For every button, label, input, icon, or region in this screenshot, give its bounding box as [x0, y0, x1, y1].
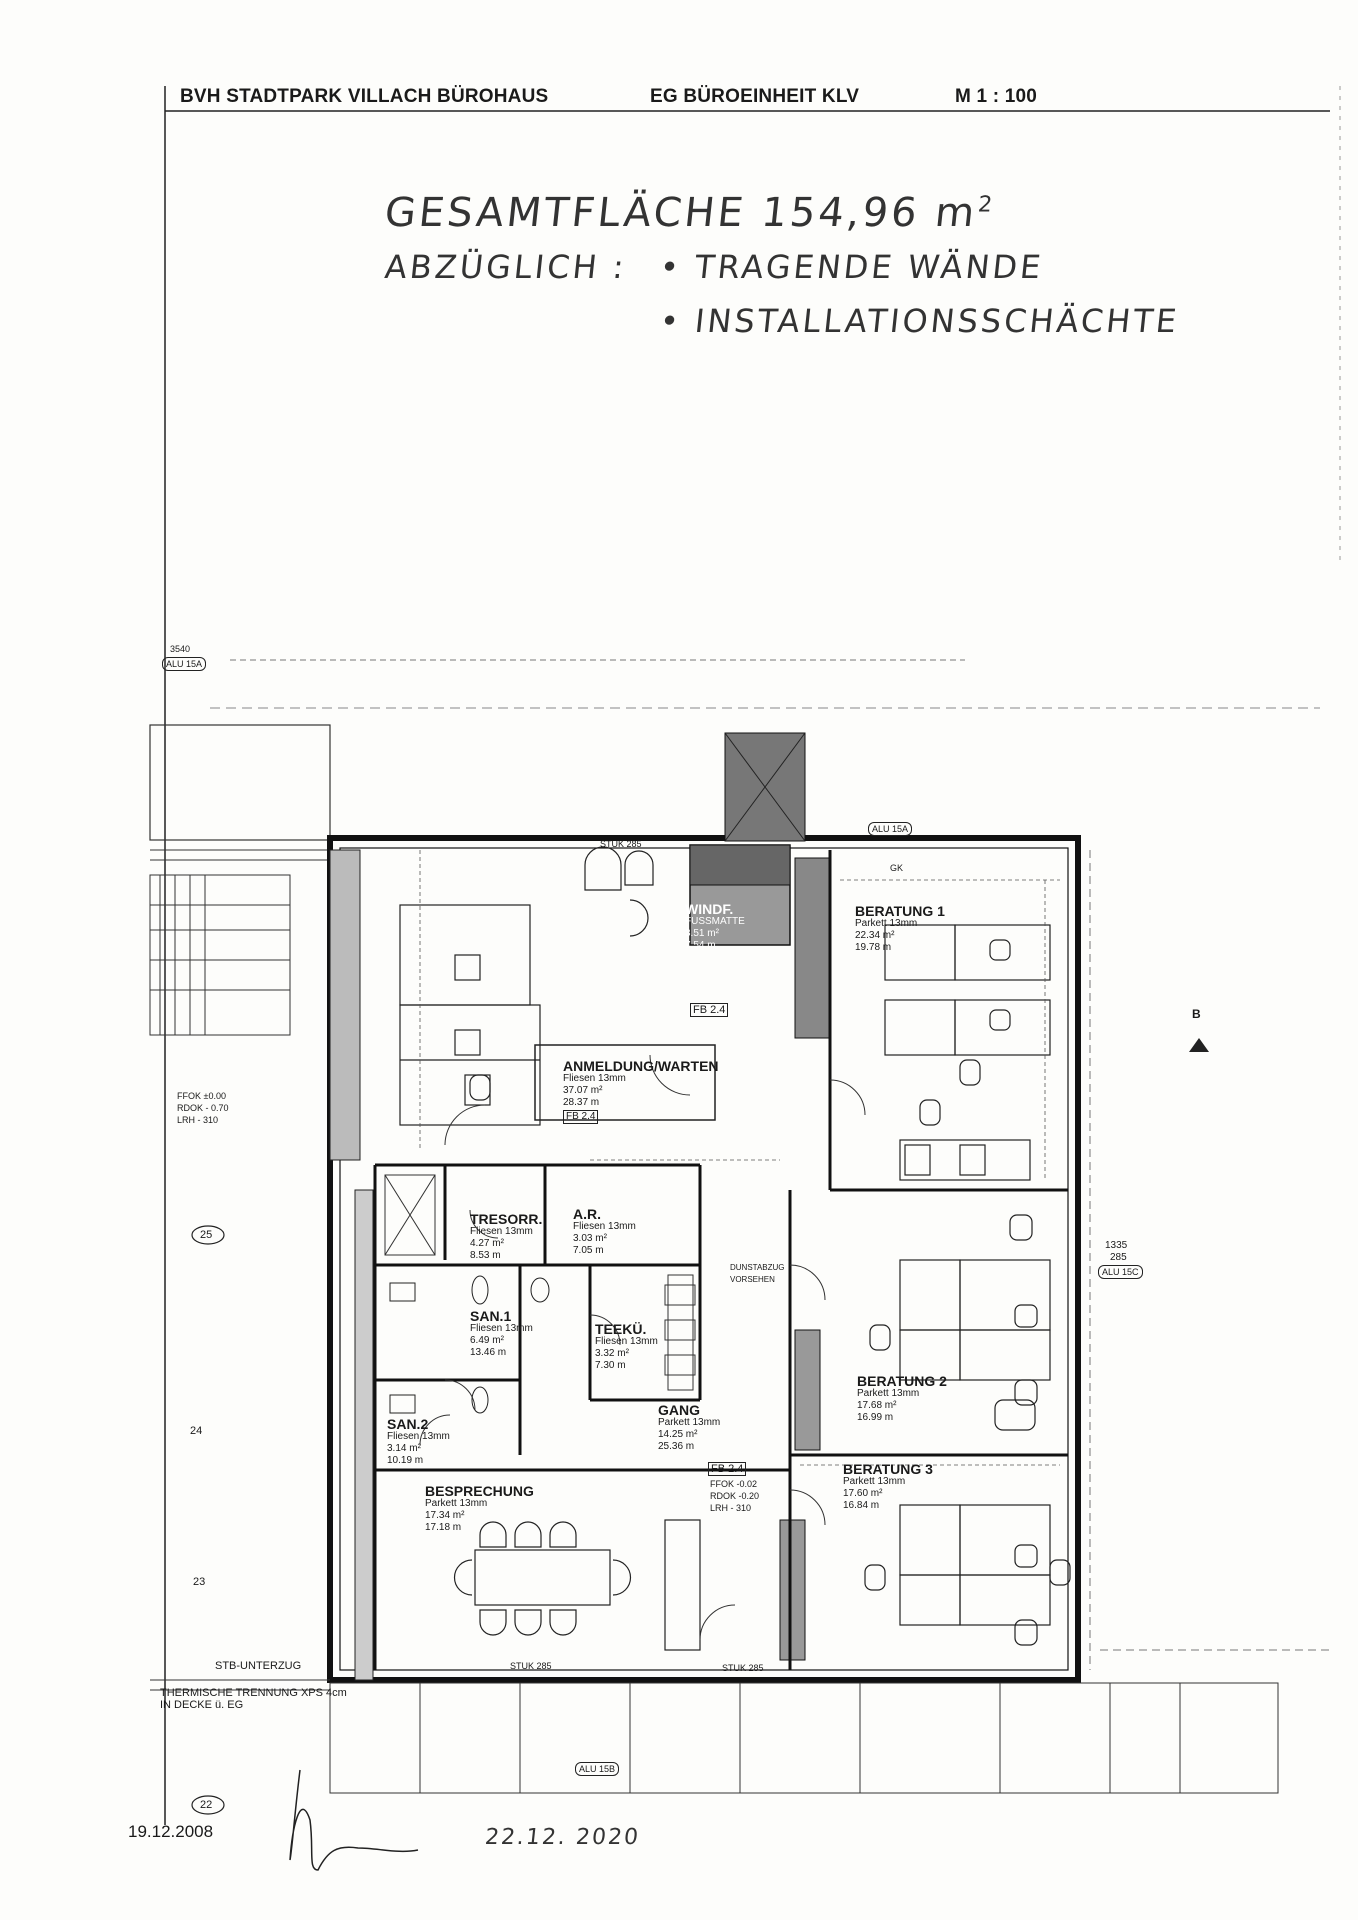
- room-gang-name: GANG: [658, 1402, 700, 1418]
- room-san2-name: SAN.2: [387, 1416, 429, 1432]
- room-ar-area: 3.03 m²: [573, 1233, 607, 1244]
- room-beratung3: BERATUNG 3 Parkett 13mm 17.60 m² 16.84 m: [843, 1461, 933, 1512]
- room-beratung1-name: BERATUNG 1: [855, 903, 945, 919]
- dunst-note: DUNSTABZUG VORSEHEN: [730, 1263, 785, 1284]
- section-marker: B: [1192, 1007, 1201, 1021]
- room-san1-floor: Fliesen 13mm: [470, 1323, 533, 1334]
- room-windf-perimeter: 7.54 m: [685, 940, 716, 951]
- rdok-mid: RDOK -0.20: [710, 1491, 760, 1501]
- stuk-bottom: STUK 285: [510, 1661, 552, 1671]
- ffok-mid: FFOK -0.02: [710, 1479, 758, 1489]
- fb-tag-2: FB 2.4: [708, 1462, 747, 1476]
- ffok-left: FFOK ±0.00: [177, 1091, 226, 1101]
- room-teekue-area: 3.32 m²: [595, 1348, 629, 1359]
- alu-bottom: ALU 15B: [575, 1762, 620, 1776]
- alu-right: ALU 15C: [1098, 1265, 1143, 1279]
- room-teekue-name: TEEKÜ.: [595, 1321, 647, 1337]
- room-san1-perimeter: 13.46 m: [470, 1347, 507, 1358]
- room-san2-perimeter: 10.19 m: [387, 1455, 424, 1466]
- lrh-mid: LRH - 310: [710, 1503, 752, 1513]
- room-windf-name: WINDF.: [685, 901, 734, 917]
- room-windf-floor: FUSSMATTE: [685, 916, 745, 927]
- room-besprechung-area: 17.34 m²: [425, 1510, 465, 1521]
- room-tresor-area: 4.27 m²: [470, 1238, 504, 1249]
- room-tresor-floor: Fliesen 13mm: [470, 1226, 533, 1237]
- room-ar-floor: Fliesen 13mm: [573, 1221, 636, 1232]
- room-beratung1-perimeter: 19.78 m: [855, 942, 892, 953]
- room-san1-area: 6.49 m²: [470, 1335, 504, 1346]
- room-san2-area: 3.14 m²: [387, 1443, 421, 1454]
- room-anmeldung-area: 37.07 m²: [563, 1085, 603, 1096]
- room-san1: SAN.1 Fliesen 13mm 6.49 m² 13.46 m: [470, 1308, 533, 1359]
- room-tresor-name: TRESORR.: [470, 1211, 543, 1227]
- room-beratung2: BERATUNG 2 Parkett 13mm 17.68 m² 16.99 m: [857, 1373, 947, 1424]
- room-san1-name: SAN.1: [470, 1308, 512, 1324]
- thermal-label-2: IN DECKE ü. EG: [160, 1699, 244, 1711]
- room-teekue-floor: Fliesen 13mm: [595, 1336, 658, 1347]
- dim-topleft: 3540: [170, 644, 191, 654]
- grid-25: 25: [200, 1229, 213, 1241]
- unit-title: EG BÜROEINHEIT KLV: [650, 86, 860, 107]
- room-windf: WINDF. FUSSMATTE 3.51 m² 7.54 m: [685, 901, 745, 952]
- room-teekue-perimeter: 7.30 m: [595, 1360, 626, 1371]
- room-ar: A.R. Fliesen 13mm 3.03 m² 7.05 m: [573, 1206, 636, 1257]
- grid-22: 22: [200, 1799, 213, 1811]
- thermal-label: THERMISCHE TRENNUNG XPS 4cm: [160, 1687, 347, 1699]
- room-beratung2-floor: Parkett 13mm: [857, 1388, 920, 1399]
- room-ar-perimeter: 7.05 m: [573, 1245, 604, 1256]
- room-beratung3-area: 17.60 m²: [843, 1488, 883, 1499]
- alu-top: ALU 15A: [868, 822, 913, 836]
- stuk-top: STUK 285: [600, 839, 642, 849]
- room-gang-floor: Parkett 13mm: [658, 1417, 721, 1428]
- room-tresor-perimeter: 8.53 m: [470, 1250, 501, 1261]
- lrh-left: LRH - 310: [177, 1115, 219, 1125]
- room-san2-floor: Fliesen 13mm: [387, 1431, 450, 1442]
- room-san2: SAN.2 Fliesen 13mm 3.14 m² 10.19 m: [387, 1416, 450, 1467]
- room-beratung3-name: BERATUNG 3: [843, 1461, 933, 1477]
- handwritten-date: 22.12. 2020: [483, 1825, 642, 1850]
- room-beratung3-floor: Parkett 13mm: [843, 1476, 906, 1487]
- room-besprechung-floor: Parkett 13mm: [425, 1498, 488, 1509]
- room-beratung1-area: 22.34 m²: [855, 930, 895, 941]
- stb-label: STB-UNTERZUG: [215, 1660, 302, 1672]
- grid-24: 24: [190, 1425, 203, 1437]
- rdok-left: RDOK - 0.70: [177, 1103, 229, 1113]
- room-anmeldung-floor: Fliesen 13mm: [563, 1073, 626, 1084]
- room-anmeldung-tag: FB 2.4: [563, 1110, 599, 1124]
- plan-date: 19.12.2008: [128, 1822, 214, 1841]
- room-anmeldung: ANMELDUNG/WARTEN Fliesen 13mm 37.07 m² 2…: [563, 1058, 719, 1124]
- room-besprechung-perimeter: 17.18 m: [425, 1522, 462, 1533]
- room-beratung1-floor: Parkett 13mm: [855, 918, 918, 929]
- room-beratung3-perimeter: 16.84 m: [843, 1500, 880, 1511]
- grid-23: 23: [193, 1576, 206, 1588]
- room-teekue: TEEKÜ. Fliesen 13mm 3.32 m² 7.30 m: [595, 1321, 658, 1372]
- gk-label: GK: [890, 863, 904, 873]
- room-besprechung-name: BESPRECHUNG: [425, 1483, 534, 1499]
- room-gang: GANG Parkett 13mm 14.25 m² 25.36 m: [658, 1402, 721, 1453]
- room-beratung2-perimeter: 16.99 m: [857, 1412, 894, 1423]
- room-besprechung: BESPRECHUNG Parkett 13mm 17.34 m² 17.18 …: [425, 1483, 534, 1534]
- room-anmeldung-perimeter: 28.37 m: [563, 1097, 600, 1108]
- project-title: BVH STADTPARK VILLACH BÜROHAUS: [180, 86, 549, 107]
- fb-tag-1: FB 2.4: [690, 1003, 729, 1017]
- room-beratung2-name: BERATUNG 2: [857, 1373, 947, 1389]
- dim-right-2: 285: [1110, 1252, 1127, 1263]
- scale-label: M 1 : 100: [955, 86, 1038, 107]
- dim-right: 1335: [1105, 1240, 1128, 1251]
- stuk-bottom-2: STUK 285: [722, 1663, 764, 1673]
- alu-topleft: ALU 15A: [162, 657, 207, 671]
- room-beratung1: BERATUNG 1 Parkett 13mm 22.34 m² 19.78 m: [855, 903, 945, 954]
- room-beratung2-area: 17.68 m²: [857, 1400, 897, 1411]
- room-gang-area: 14.25 m²: [658, 1429, 698, 1440]
- signature: [289, 1769, 419, 1871]
- room-anmeldung-name: ANMELDUNG/WARTEN: [563, 1058, 719, 1074]
- room-tresor: TRESORR. Fliesen 13mm 4.27 m² 8.53 m: [470, 1211, 543, 1262]
- room-windf-area: 3.51 m²: [685, 928, 719, 939]
- room-gang-perimeter: 25.36 m: [658, 1441, 695, 1452]
- room-ar-name: A.R.: [573, 1206, 601, 1222]
